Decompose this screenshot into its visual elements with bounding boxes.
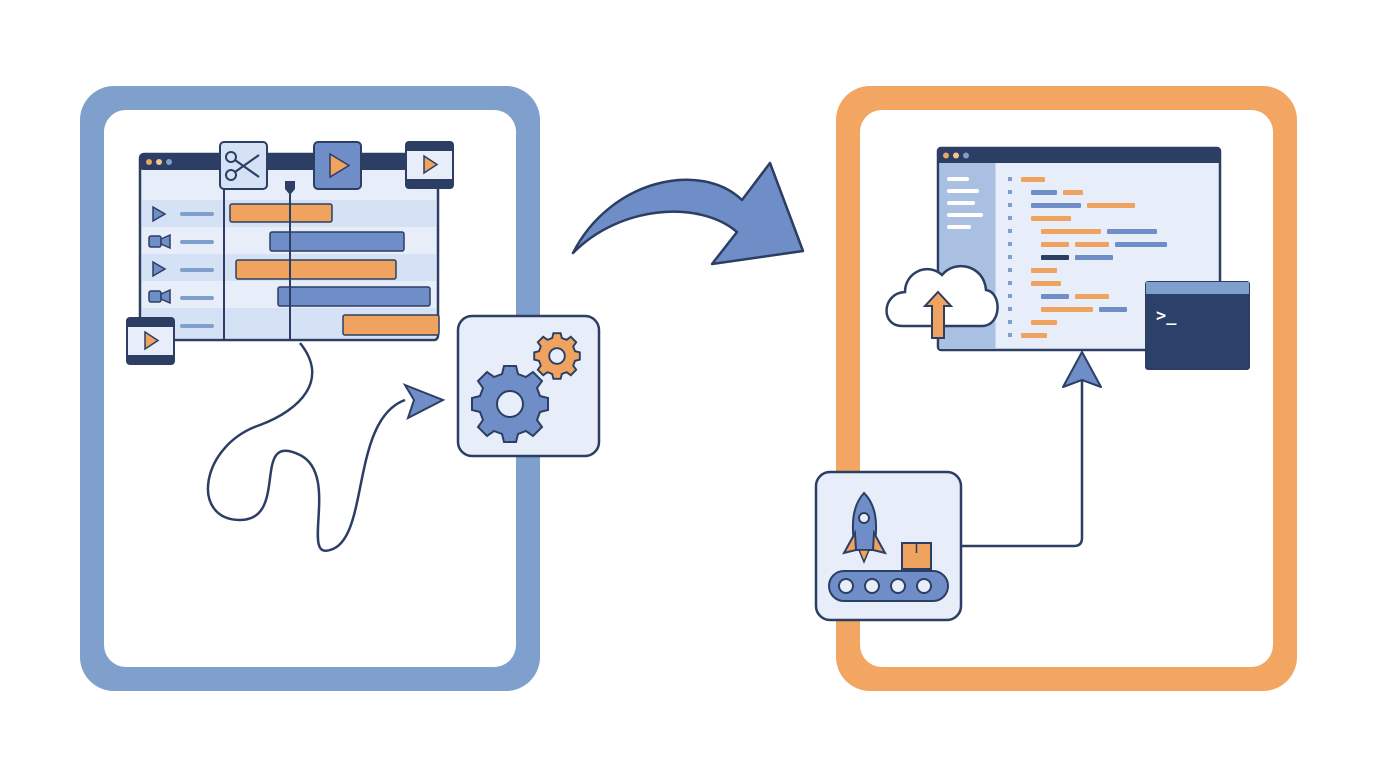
line-gutter [1008,177,1012,337]
right-panel: >_ [814,86,1297,691]
sidebar-line [947,225,971,229]
scissors-icon [219,141,268,190]
track-label-line [180,212,214,216]
window-dot-icon [953,152,959,159]
rocket-icon [842,491,887,564]
cloud-upload-icon [885,264,999,339]
video-editor-window [138,152,440,342]
play-icon [152,260,167,278]
film-icon [126,317,175,365]
window-dot-icon [146,159,152,165]
window-dot-icon [156,159,162,165]
code-lines [1021,177,1167,338]
camera-icon [148,288,171,305]
timeline-clip [269,231,405,252]
window-dot-icon [166,159,172,165]
window-dot-icon [963,152,969,159]
deploy-connector [962,380,1084,548]
window-dot-icon [943,152,949,159]
arrowhead-icon [1062,351,1102,388]
flow-line [206,342,406,552]
sidebar-line [947,213,983,217]
track-label-line [180,324,214,328]
terminal-prompt: >_ [1156,306,1177,326]
film-icon [405,141,454,189]
play-icon [152,205,167,223]
timeline-clip [235,259,397,280]
arrowhead-icon [402,382,446,421]
editor-titlebar [140,154,438,170]
track-label-line [180,268,214,272]
deploy-box [814,470,963,622]
sidebar-line [947,177,969,181]
conveyor-belt-icon [828,570,949,602]
play-button-icon [313,141,362,190]
timeline-clip [342,314,440,336]
left-panel [80,86,601,691]
terminal-window: >_ [1145,281,1250,370]
gear-icon [471,365,549,443]
track-label-line [180,296,214,300]
code-editor-titlebar [938,148,1220,163]
camera-icon [148,233,171,250]
sidebar-line [947,201,975,205]
sidebar-line [947,189,979,193]
timeline-clip [277,286,431,307]
processing-box [456,314,601,458]
transition-arrow-icon [571,161,805,266]
track-label-line [180,240,214,244]
timeline-clip [229,203,333,223]
gear-icon [533,332,581,380]
package-icon [901,542,932,570]
playhead [285,181,295,340]
